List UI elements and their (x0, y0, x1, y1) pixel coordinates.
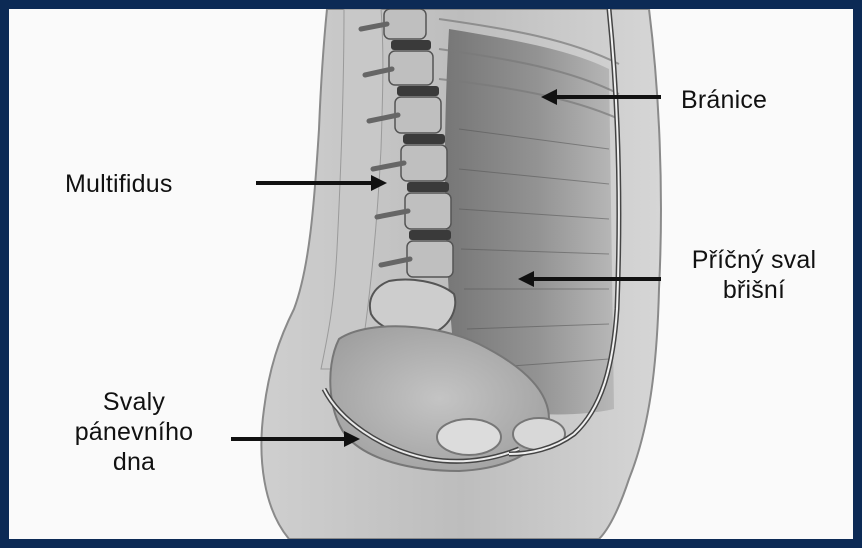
label-pelvic-line3: dna (49, 447, 219, 477)
label-pelvic-floor: Svaly pánevního dna (49, 387, 219, 477)
label-transversus: Příčný sval břišní (669, 245, 839, 305)
label-transversus-line2: břišní (669, 275, 839, 305)
label-pelvic-line2: pánevního (49, 417, 219, 447)
illustration-panel: Bránice Multifidus Příčný sval břišní Sv… (9, 9, 853, 539)
label-diaphragm: Bránice (681, 85, 767, 115)
label-transversus-line1: Příčný sval (669, 245, 839, 275)
pubic-bone (437, 419, 501, 455)
label-multifidus: Multifidus (65, 169, 173, 199)
label-pelvic-line1: Svaly (49, 387, 219, 417)
